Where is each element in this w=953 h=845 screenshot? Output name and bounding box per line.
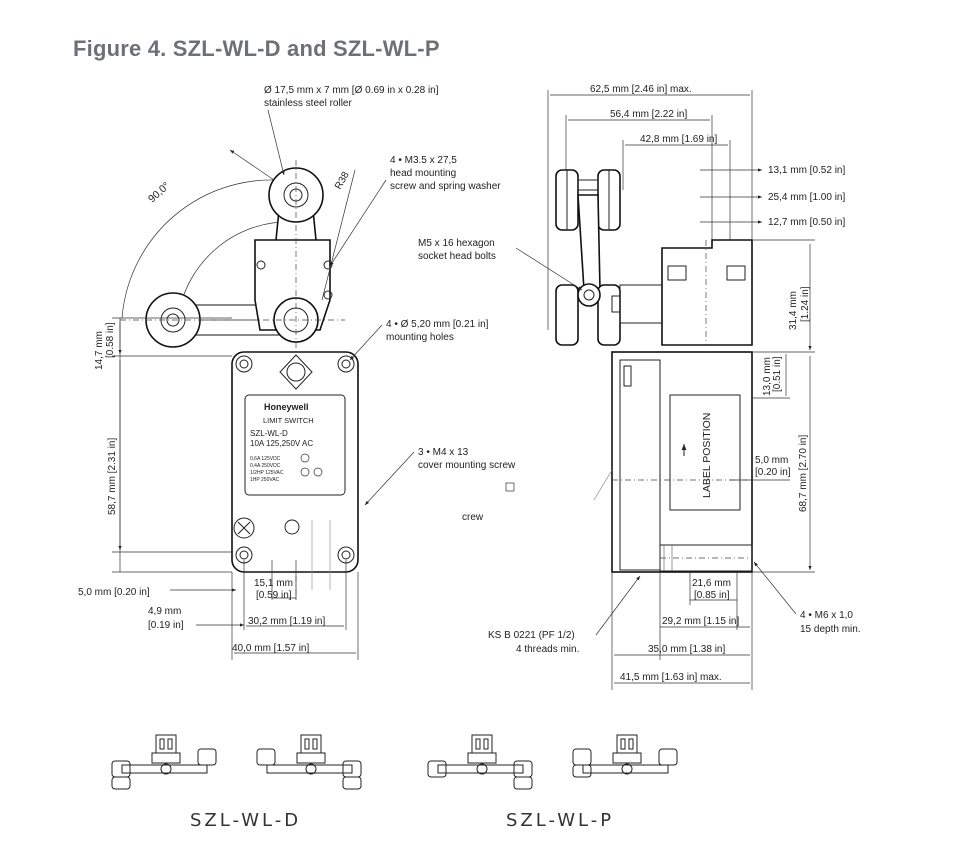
hex-bolt: [577, 283, 601, 307]
dim-5-0: 5,0 mm [0.20 in]: [78, 587, 150, 598]
dim-58-7: 58,7 mm [2.31 in]: [107, 438, 118, 515]
bolt-note-1: M5 x 16 hexagon: [418, 238, 495, 249]
nameplate-brand: Honeywell: [264, 402, 309, 412]
nameplate-rating: 10A 125,250V AC: [250, 439, 313, 448]
variant-sketches: SZL-WL-D SZL-WL-P: [111, 734, 678, 831]
bolt-note-2: socket head bolts: [418, 251, 496, 262]
ks-note-2: 4 threads min.: [516, 644, 579, 655]
mounting-hole-tl: [235, 355, 253, 373]
dim-4-9: 4,9 mm: [148, 606, 181, 617]
variant-sketch-2: [256, 734, 362, 790]
dim-15-1-in: [0.59 in]: [256, 590, 292, 601]
dim-14-7-in: [0.58 in]: [105, 322, 116, 358]
swing-arc-outer: [121, 179, 297, 319]
dim-68-7: 68,7 mm [2.70 in]: [798, 435, 809, 512]
dim-14-7: 14,7 mm: [94, 331, 105, 370]
angle-label: 90,0°: [146, 180, 172, 205]
ks-note-1: KS B 0221 (PF 1/2): [488, 630, 575, 641]
dim-30-2: 30,2 mm [1.19 in]: [248, 616, 325, 627]
dim-29-2: 29,2 mm [1.15 in]: [662, 616, 739, 627]
dim-5-0b: 5,0 mm: [755, 455, 788, 466]
variant-sketch-4: [572, 734, 678, 778]
side-body: [611, 351, 753, 573]
crew-fragment: crew: [462, 512, 484, 523]
nameplate: [244, 394, 346, 496]
dim-13-1: 13,1 mm [0.52 in]: [768, 165, 845, 176]
cover-note-1: 3 • M4 x 13: [418, 447, 469, 458]
dim-12-7: 12,7 mm [0.50 in]: [768, 217, 845, 228]
dim-4-9-in: [0.19 in]: [148, 620, 184, 631]
nameplate-spec2: 0,4A 250VDC: [250, 463, 281, 469]
dim-5-0b-in: [0.20 in]: [755, 467, 791, 478]
dim-40-0: 40,0 mm [1.57 in]: [232, 643, 309, 654]
screw-note-2: head mounting: [390, 168, 456, 179]
dim-25-4: 25,4 mm [1.00 in]: [768, 192, 845, 203]
switch-body: [231, 351, 359, 573]
dim-31-4-in: [1.24 in]: [800, 286, 811, 322]
m6-note-1: 4 • M6 x 1,0: [800, 610, 853, 621]
dim-42-8: 42,8 mm [1.69 in]: [640, 134, 717, 145]
radius-label: R38: [333, 170, 352, 192]
label-position-box: [669, 394, 741, 511]
variant-sketch-3: [427, 734, 533, 790]
dim-21-6: 21,6 mm: [692, 578, 731, 589]
side-view: 62,5 mm [2.46 in] max. 56,4 mm [2.22 in]…: [418, 84, 861, 690]
dim-21-6-in: [0.85 in]: [694, 590, 730, 601]
dim-13-0: 13,0 mm: [762, 357, 773, 396]
m6-note-2: 15 depth min.: [800, 624, 861, 635]
roller-note-2: stainless steel roller: [264, 98, 352, 109]
dim-41-5: 41,5 mm [1.63 in] max.: [620, 672, 722, 683]
dim-15-1: 15,1 mm: [254, 578, 293, 589]
dim-35-0: 35,0 mm [1.38 in]: [648, 644, 725, 655]
dim-31-4: 31,4 mm: [788, 291, 799, 330]
screw-note-1: 4 • M3.5 x 27,5: [390, 155, 457, 166]
dim-56-4: 56,4 mm [2.22 in]: [610, 109, 687, 120]
cover-screw: [233, 517, 255, 539]
mounting-hole-tr: [337, 355, 355, 373]
front-view: Honeywell LIMIT SWITCH SZL-WL-D 10A 125,…: [78, 85, 516, 660]
screw-note-3: screw and spring washer: [390, 181, 501, 192]
side-head: [661, 239, 753, 346]
nameplate-model: SZL-WL-D: [250, 429, 288, 438]
nameplate-type: LIMIT SWITCH: [263, 416, 314, 425]
nameplate-spec4: 1HP 250VAC: [250, 477, 280, 483]
cover-note-2: cover mounting screw: [418, 460, 516, 471]
holes-note-2: mounting holes: [386, 332, 454, 343]
variant-sketch-1: [111, 734, 217, 790]
label-position: LABEL POSITION: [701, 413, 713, 498]
variant-label-d: SZL-WL-D: [190, 810, 301, 831]
dim-62-5: 62,5 mm [2.46 in] max.: [590, 84, 692, 95]
roller-note-1: Ø 17,5 mm x 7 mm [Ø 0.69 in x 0.28 in]: [264, 85, 439, 96]
nameplate-spec3: 1/2HP 125VAC: [250, 470, 284, 476]
holes-note-1: 4 • Ø 5,20 mm [0.21 in]: [386, 319, 489, 330]
nameplate-spec1: 0,6A 125VDC: [250, 456, 281, 462]
variant-label-p: SZL-WL-P: [506, 810, 614, 831]
figure-title: Figure 4. SZL-WL-D and SZL-WL-P: [73, 36, 440, 61]
dim-13-0-in: [0.51 in]: [772, 356, 783, 392]
